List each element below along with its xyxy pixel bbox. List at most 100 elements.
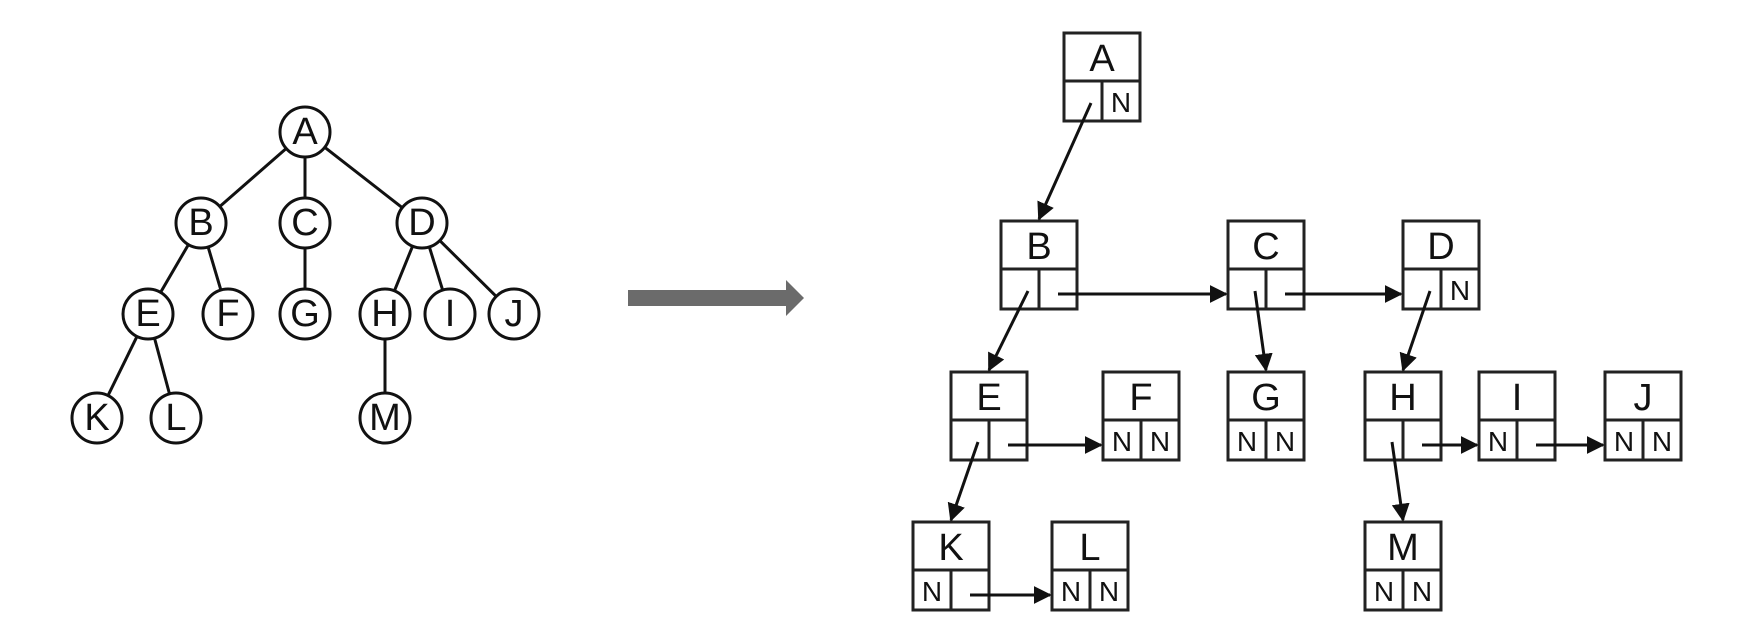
tree-edge-e-k <box>106 335 139 397</box>
binary-node-label: I <box>1512 377 1523 419</box>
tree-node-circle <box>278 105 332 159</box>
tree-edge-b-e <box>159 243 190 294</box>
binary-node-right-pointer: N <box>1099 576 1119 607</box>
child-pointer-b-e <box>987 290 1030 372</box>
binary-node-d: DN <box>1401 219 1481 311</box>
binary-node-right-pointer: N <box>1150 426 1170 457</box>
binary-node-label: F <box>1129 377 1152 419</box>
binary-node-h: H <box>1363 370 1443 462</box>
tree-node-j: J <box>487 287 541 341</box>
tree-node-label: K <box>84 397 109 439</box>
child-pointer-e-k <box>947 441 980 522</box>
tree-node-label: G <box>290 293 320 335</box>
tree-node-label: D <box>408 202 435 244</box>
tree-node-label: H <box>371 293 398 335</box>
binary-node-left-pointer: N <box>1374 576 1394 607</box>
tree-node-label: B <box>188 202 213 244</box>
tree-edge-d-j <box>438 239 498 298</box>
binary-node-label: A <box>1089 38 1115 80</box>
binary-node-left-pointer: N <box>1614 426 1634 457</box>
tree-node-c: C <box>278 196 332 250</box>
child-pointer-h-m <box>1390 441 1410 522</box>
tree-node-label: E <box>135 293 160 335</box>
tree-node-circle <box>358 391 412 445</box>
binary-node-left-pointer: N <box>922 576 942 607</box>
tree-node-circle <box>487 287 541 341</box>
binary-node-right-pointer: N <box>1111 87 1131 118</box>
tree-node-m: M <box>358 391 412 445</box>
binary-node-label: C <box>1252 226 1279 268</box>
binary-node-label: K <box>938 527 963 569</box>
binary-node-e: E <box>949 370 1029 462</box>
conversion-arrow <box>628 280 804 316</box>
binary-node-left-pointer: N <box>1061 576 1081 607</box>
binary-node-a: AN <box>1062 31 1142 123</box>
binary-node-right-pointer: N <box>1412 576 1432 607</box>
tree-node-label: J <box>505 293 524 335</box>
tree-node-circle <box>201 287 255 341</box>
child-pointer-a-b <box>1037 102 1093 221</box>
tree-edge-d-i <box>427 246 445 291</box>
tree-node-i: I <box>423 287 477 341</box>
tree-node-circle <box>423 287 477 341</box>
binary-node-label: D <box>1427 226 1454 268</box>
binary-node-label: E <box>976 377 1001 419</box>
binary-node-label: L <box>1079 527 1100 569</box>
binary-node-right-pointer: N <box>1275 426 1295 457</box>
binary-node-b: B <box>999 219 1079 311</box>
tree-node-a: A <box>278 105 332 159</box>
child-pointer-d-h <box>1399 290 1432 372</box>
binary-node-right-pointer: N <box>1652 426 1672 457</box>
binary-node-label: B <box>1026 226 1051 268</box>
binary-node-right-pointer: N <box>1450 275 1470 306</box>
binary-node-left-pointer: N <box>1112 426 1132 457</box>
tree-node-circle <box>358 287 412 341</box>
tree-node-circle <box>395 196 449 250</box>
binary-node-label: H <box>1389 377 1416 419</box>
tree-node-label: M <box>369 397 401 439</box>
tree-node-h: H <box>358 287 412 341</box>
binary-node-left-pointer: N <box>1237 426 1257 457</box>
tree-node-circle <box>149 391 203 445</box>
tree-node-k: K <box>70 391 124 445</box>
tree-node-f: F <box>201 287 255 341</box>
tree-node-e: E <box>121 287 175 341</box>
tree-node-circle <box>278 287 332 341</box>
binary-node-label: M <box>1387 527 1419 569</box>
tree-node-label: L <box>165 397 186 439</box>
binary-node-left-pointer: N <box>1488 426 1508 457</box>
binary-node-label: G <box>1251 377 1281 419</box>
binary-node-box <box>1603 370 1683 462</box>
tree-node-label: I <box>445 293 456 335</box>
conversion-arrow-shaft <box>628 290 790 306</box>
tree-node-label: A <box>292 111 318 153</box>
binary-node-k: KN <box>911 520 991 612</box>
conversion-arrow-head <box>786 280 804 316</box>
tree-edge-e-l <box>153 337 171 395</box>
binary-node-i: IN <box>1477 370 1557 462</box>
tree-node-circle <box>121 287 175 341</box>
tree-node-b: B <box>174 196 228 250</box>
child-pointer-c-g <box>1253 290 1273 372</box>
tree-node-l: L <box>149 391 203 445</box>
tree-edge-b-f <box>206 246 223 291</box>
tree-edge-a-b <box>218 147 288 208</box>
tree-edge-d-h <box>393 245 414 292</box>
tree-node-circle <box>278 196 332 250</box>
tree-node-d: D <box>395 196 449 250</box>
tree-node-g: G <box>278 287 332 341</box>
tree-node-label: F <box>216 293 239 335</box>
general-tree: A B C D E F G H I J K L M <box>70 105 541 445</box>
tree-node-circle <box>174 196 228 250</box>
tree-node-label: C <box>291 202 318 244</box>
tree-node-circle <box>70 391 124 445</box>
tree-edge-a-d <box>323 146 404 209</box>
